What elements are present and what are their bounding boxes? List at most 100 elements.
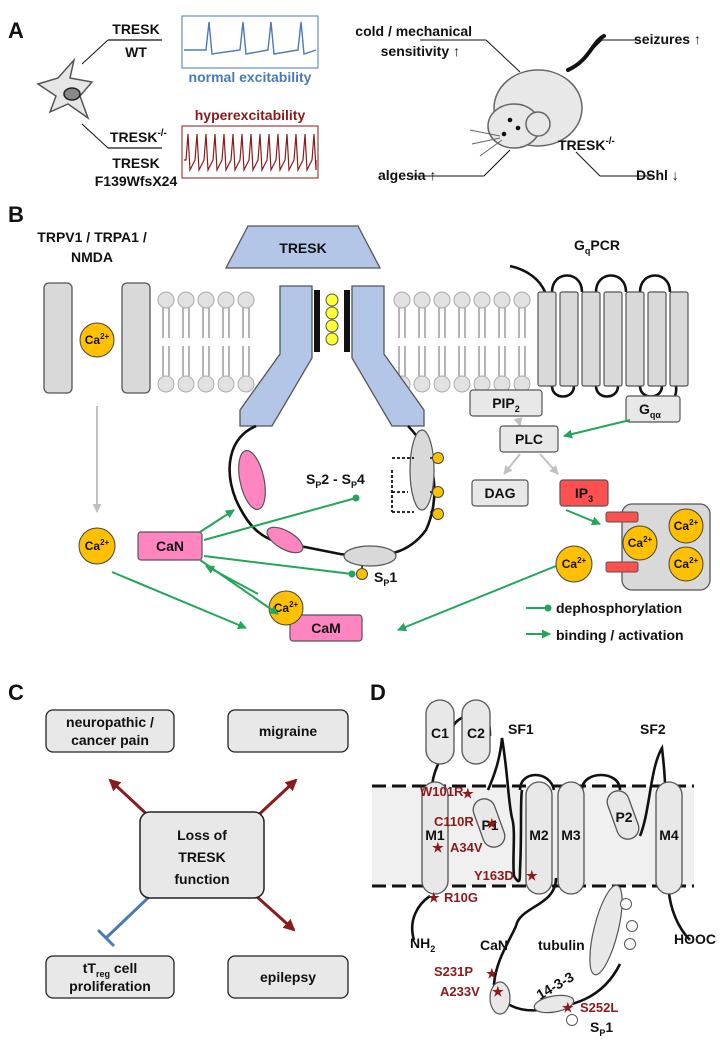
migraine-box[interactable]	[227, 709, 349, 753]
gpcr-helix	[625, 291, 645, 387]
loss-label-3: function	[174, 871, 229, 887]
ca-ion-er-3: Ca2+	[668, 546, 704, 582]
dag-label: DAG	[484, 485, 515, 501]
trp-label-2: NMDA	[71, 249, 113, 265]
ttreg-box[interactable]	[45, 955, 175, 999]
normal-excitability-label: normal excitability	[189, 69, 312, 85]
loss-of-tresk-box[interactable]	[139, 811, 265, 899]
gpcr-helix	[647, 291, 667, 387]
gpcr-helix	[559, 291, 579, 387]
p1-label: P1	[481, 817, 498, 833]
svg-text:Ca2+: Ca2+	[85, 332, 110, 347]
mutation-s252l: S252L	[580, 1000, 618, 1015]
ca-ion-cytosol: Ca2+	[78, 527, 116, 565]
ip3-box[interactable]	[559, 479, 609, 507]
gpcr-helix	[603, 291, 623, 387]
mouse-ko-label: TRESK-/-	[558, 136, 615, 153]
phospho-site-sp2	[432, 452, 444, 464]
pip2-label: PIP2	[492, 395, 520, 414]
gpcr-helix	[581, 291, 601, 387]
m1-label: M1	[425, 827, 445, 843]
neuropathic-pain-box[interactable]	[45, 709, 175, 753]
c2-label: C2	[467, 725, 485, 741]
ip3-receptor-2	[605, 561, 639, 573]
cam-box[interactable]	[289, 614, 363, 642]
helix-m4	[655, 781, 683, 895]
m3-label: M3	[561, 827, 581, 843]
panel-label-b: B	[8, 202, 24, 227]
gpcr-helices	[537, 291, 689, 387]
neuropathic-label-2: cancer pain	[71, 732, 149, 748]
neuron-nucleus	[63, 87, 81, 101]
svg-text:Ca2+: Ca2+	[674, 518, 699, 533]
c1-label: C1	[431, 725, 449, 741]
helix-c2	[461, 699, 491, 765]
loss-label-1: Loss of	[177, 827, 227, 843]
legend-binding: binding / activation	[556, 627, 684, 643]
mutation-a233v: A233V	[440, 984, 480, 999]
ca-ion-trp: Ca2+	[79, 322, 115, 358]
galpha-box[interactable]	[625, 395, 681, 423]
hooc-label: HOOC	[674, 931, 716, 947]
plc-box[interactable]	[499, 425, 559, 453]
panel-c: Loss of TRESK function neuropathic / can…	[45, 709, 349, 999]
p2-label: P2	[615, 809, 632, 825]
mutation-s231p: S231P	[434, 964, 473, 979]
normal-trace-box	[181, 15, 319, 69]
dag-box[interactable]	[471, 479, 529, 507]
tresk-label: TRESK	[112, 21, 159, 37]
pip2-box[interactable]	[469, 389, 543, 417]
can-binding-1	[238, 449, 266, 511]
sf2-label: SF2	[640, 721, 666, 737]
panel-b: TRPV1 / TRPA1 / NMDA Ca2+ Ca2+ TRESK	[37, 225, 711, 643]
can-box[interactable]	[137, 531, 203, 561]
sp1-label-d: SP1	[590, 1019, 613, 1038]
svg-text:Ca2+: Ca2+	[674, 556, 699, 571]
phospho-site-sp4	[432, 508, 444, 520]
seizures-label: seizures ↑	[634, 31, 701, 47]
normal-trace	[184, 21, 317, 55]
m4-label: M4	[659, 827, 679, 843]
mutation-w101r: W101R	[420, 784, 464, 799]
gpcr-helix	[537, 291, 557, 387]
ca-ion-released: Ca2+	[555, 545, 593, 583]
helix-m1	[421, 781, 449, 895]
w101r-star: ★	[462, 786, 474, 801]
panel-d: C1 C2 SF1 SF2 M1 P1 M2 M3 P2 M4 W101R ★ …	[372, 699, 716, 1038]
can-binding-2	[266, 526, 304, 554]
gpcr-helix	[669, 291, 689, 387]
tresk-ko-label: TRESK-/-	[110, 128, 167, 145]
can-label-d: CaN	[480, 937, 508, 953]
helix-m2	[525, 781, 553, 895]
nh2-label: NH2	[410, 935, 435, 954]
svg-text:Ca2+: Ca2+	[85, 538, 110, 553]
hyperexcitability-label: hyperexcitability	[195, 107, 306, 123]
svg-text:Ca2+: Ca2+	[562, 556, 587, 571]
ip3-receptor-1	[605, 511, 639, 523]
epilepsy-box[interactable]	[227, 955, 349, 999]
mouse-ear	[525, 111, 551, 137]
trp-channel-left	[43, 282, 73, 394]
gqpcr-label: GqPCR	[574, 237, 620, 256]
ca-ion-er-1: Ca2+	[622, 525, 658, 561]
panel-a: TRESK WT TRESK-/- TRESK F139WfsX24 norma…	[36, 15, 701, 189]
k-ions	[325, 293, 339, 346]
can-region	[489, 981, 511, 1015]
svg-text:Ca2+: Ca2+	[628, 535, 653, 550]
cam-label: CaM	[311, 620, 341, 636]
tresk-cap	[224, 225, 382, 269]
tresk-backbone	[410, 714, 691, 1012]
cold-label-2: sensitivity ↑	[381, 43, 460, 59]
cold-label-1: cold / mechanical	[355, 23, 472, 39]
s252l-star: ★	[562, 1000, 574, 1015]
legend-dephosphorylation: dephosphorylation	[556, 600, 682, 616]
helix-p1	[472, 798, 506, 848]
panel-label-d: D	[370, 680, 386, 705]
phospho-site-sp1	[356, 568, 368, 580]
tresk-protein-label: TRESK	[279, 240, 326, 256]
a233v-star: ★	[492, 984, 504, 999]
loop-region-1	[409, 429, 435, 511]
c110r-star: ★	[486, 816, 498, 831]
loop-region-2	[343, 545, 397, 567]
y163d-star: ★	[526, 868, 538, 883]
